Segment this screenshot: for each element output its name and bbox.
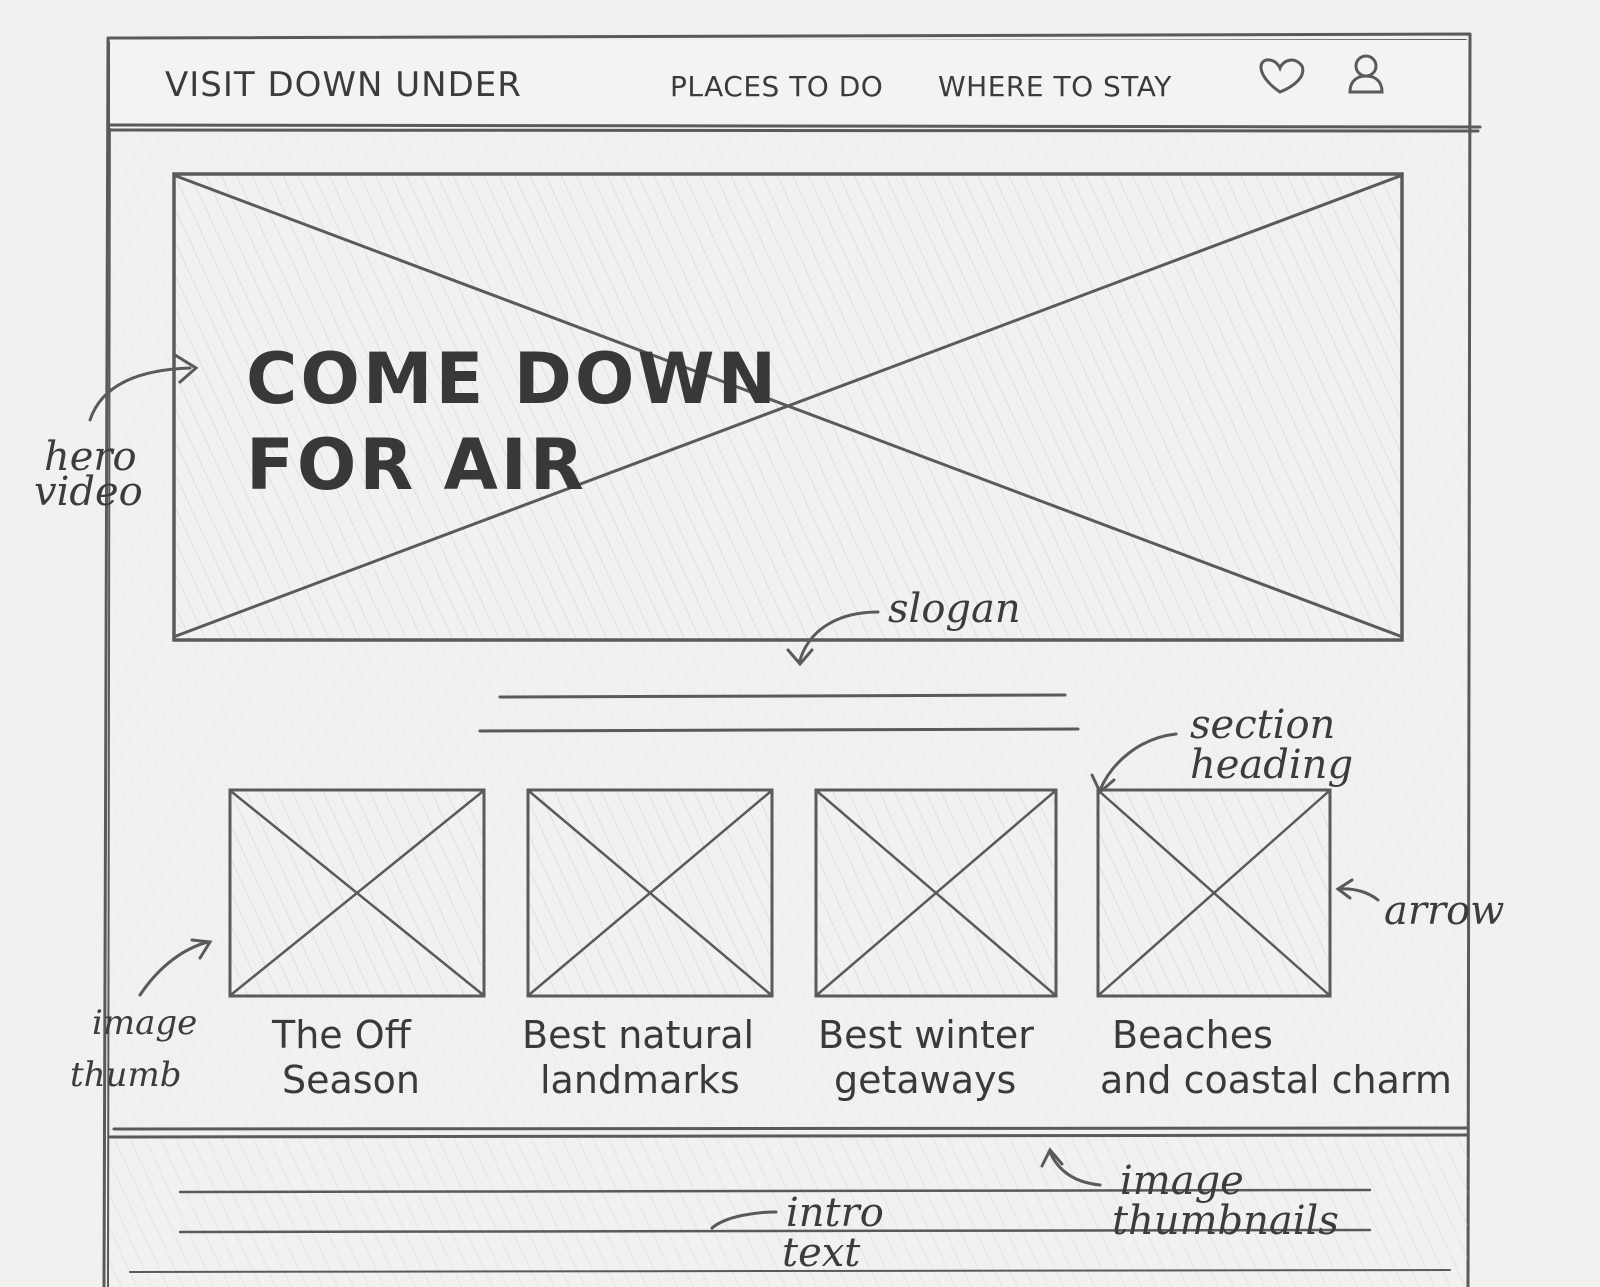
thumbnail-card-3[interactable]: Best winter getaways bbox=[814, 788, 1058, 1102]
svg-text:video: video bbox=[34, 469, 143, 515]
svg-text:image: image bbox=[92, 1003, 197, 1043]
annotation-image-thumb: image thumb bbox=[70, 938, 213, 1095]
annotation-section-heading: section heading bbox=[1090, 702, 1353, 795]
thumbnail-card-2[interactable]: Best natural landmarks bbox=[522, 788, 774, 1102]
hero-slogan-line2: FOR AIR bbox=[246, 424, 587, 506]
arrow-icon bbox=[1090, 732, 1178, 795]
thumbnail-caption: The Off bbox=[271, 1013, 412, 1057]
arrow-icon bbox=[88, 353, 199, 422]
slogan-placeholder-lines bbox=[478, 693, 1080, 733]
user-icon[interactable] bbox=[1348, 54, 1384, 94]
thumbnail-caption: Best winter bbox=[818, 1013, 1034, 1057]
brand-logo[interactable]: VISIT DOWN UNDER bbox=[165, 65, 522, 105]
svg-text:hero: hero bbox=[44, 434, 137, 480]
annotation-slogan: slogan bbox=[786, 586, 1021, 667]
svg-text:image: image bbox=[1120, 1158, 1244, 1204]
annotation-arrow: arrow bbox=[1335, 878, 1504, 934]
svg-text:thumb: thumb bbox=[70, 1055, 181, 1095]
annotation-image-thumbnails: image thumbnails bbox=[1040, 1147, 1339, 1244]
svg-text:intro: intro bbox=[786, 1190, 884, 1236]
arrow-icon bbox=[138, 938, 213, 997]
arrow-icon bbox=[786, 610, 880, 667]
thumbnail-caption: Best natural bbox=[522, 1013, 754, 1057]
thumbnail-caption: and coastal charm bbox=[1100, 1058, 1452, 1102]
navbar: VISIT DOWN UNDER PLACES TO DO WHERE TO S… bbox=[106, 40, 1482, 133]
annotation-intro-text: intro text bbox=[710, 1190, 884, 1276]
svg-text:slogan: slogan bbox=[888, 586, 1021, 632]
arrow-icon bbox=[1040, 1147, 1102, 1187]
thumbnail-caption: landmarks bbox=[540, 1058, 740, 1102]
heart-icon[interactable] bbox=[1259, 58, 1305, 94]
hero-video-placeholder[interactable]: COME DOWN FOR AIR bbox=[172, 172, 1404, 642]
svg-text:arrow: arrow bbox=[1384, 888, 1504, 934]
thumbnail-card-1[interactable]: The Off Season bbox=[228, 788, 486, 1102]
nav-link-stay[interactable]: WHERE TO STAY bbox=[938, 70, 1172, 103]
arrow-icon bbox=[710, 1210, 778, 1230]
svg-text:heading: heading bbox=[1190, 742, 1353, 788]
thumbnail-caption: getaways bbox=[834, 1058, 1016, 1102]
thumbnail-caption: Season bbox=[282, 1058, 420, 1102]
svg-text:section: section bbox=[1190, 702, 1335, 748]
svg-text:thumbnails: thumbnails bbox=[1112, 1198, 1339, 1244]
thumbnail-card-4[interactable]: Beaches and coastal charm bbox=[1096, 788, 1452, 1102]
hero-slogan-line1: COME DOWN bbox=[246, 338, 779, 420]
annotation-hero-video: hero video bbox=[34, 353, 199, 515]
arrow-icon bbox=[1335, 878, 1380, 902]
thumbnail-caption: Beaches bbox=[1112, 1013, 1273, 1057]
nav-link-places[interactable]: PLACES TO DO bbox=[670, 70, 883, 103]
svg-text:text: text bbox=[782, 1230, 861, 1276]
intro-section bbox=[108, 1126, 1470, 1287]
